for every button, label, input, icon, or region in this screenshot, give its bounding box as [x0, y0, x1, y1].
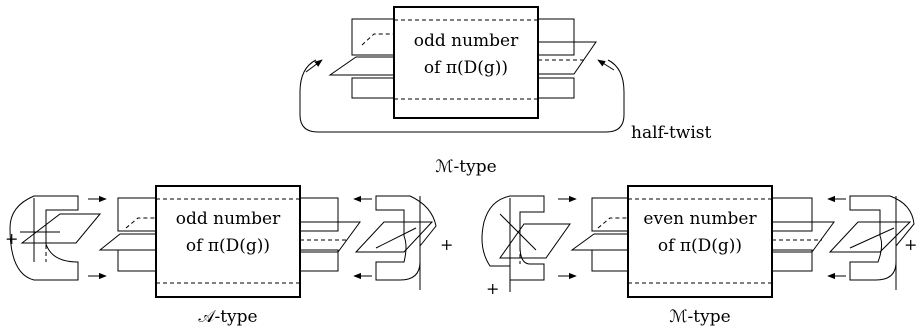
bl-caption: 𝒜-type [198, 307, 257, 327]
loop-arrow-right [597, 59, 615, 71]
top-box-line2: of π(D(g)) [424, 58, 508, 78]
top-caption: ℳ-type [435, 157, 496, 177]
br-caption: ℳ-type [669, 307, 730, 327]
bl-central-box [155, 185, 301, 298]
bl-plus-right: + [440, 235, 453, 254]
bl-plus-left: + [5, 229, 18, 248]
band-left-upper [351, 18, 395, 56]
band-right-lower [537, 77, 575, 99]
band-left-lower [351, 77, 395, 99]
br-plus-left: + [486, 279, 499, 298]
br-plus-right: + [904, 235, 917, 254]
bottom-right-diagram: + even number of π(D(g)) + ℳ-type [481, 185, 917, 327]
br-left-outer-piece [481, 195, 545, 281]
half-twist-loop [299, 59, 625, 133]
left-fold-plane [328, 56, 395, 76]
bottom-left-diagram: + odd number of π(D(g)) + 𝒜-type [5, 185, 453, 327]
br-box-line2: of π(D(g)) [658, 236, 742, 256]
top-box-line1: odd number [414, 31, 519, 51]
loop-arrow-left [305, 59, 323, 73]
band-right-upper [537, 18, 575, 56]
left-fold-dashed [361, 33, 394, 46]
half-twist-label: half-twist [631, 123, 711, 143]
bl-box-line2: of π(D(g)) [186, 236, 270, 256]
br-box-line1: even number [643, 209, 757, 229]
br-central-box [627, 185, 773, 298]
right-outer-piece [375, 195, 437, 281]
bl-box-line1: odd number [176, 209, 281, 229]
br-right-outer-piece [849, 195, 915, 281]
top-diagram: odd number of π(D(g)) half-twist ℳ-type [299, 6, 711, 177]
right-fold-plane [538, 41, 597, 75]
left-outer-piece [9, 195, 79, 281]
